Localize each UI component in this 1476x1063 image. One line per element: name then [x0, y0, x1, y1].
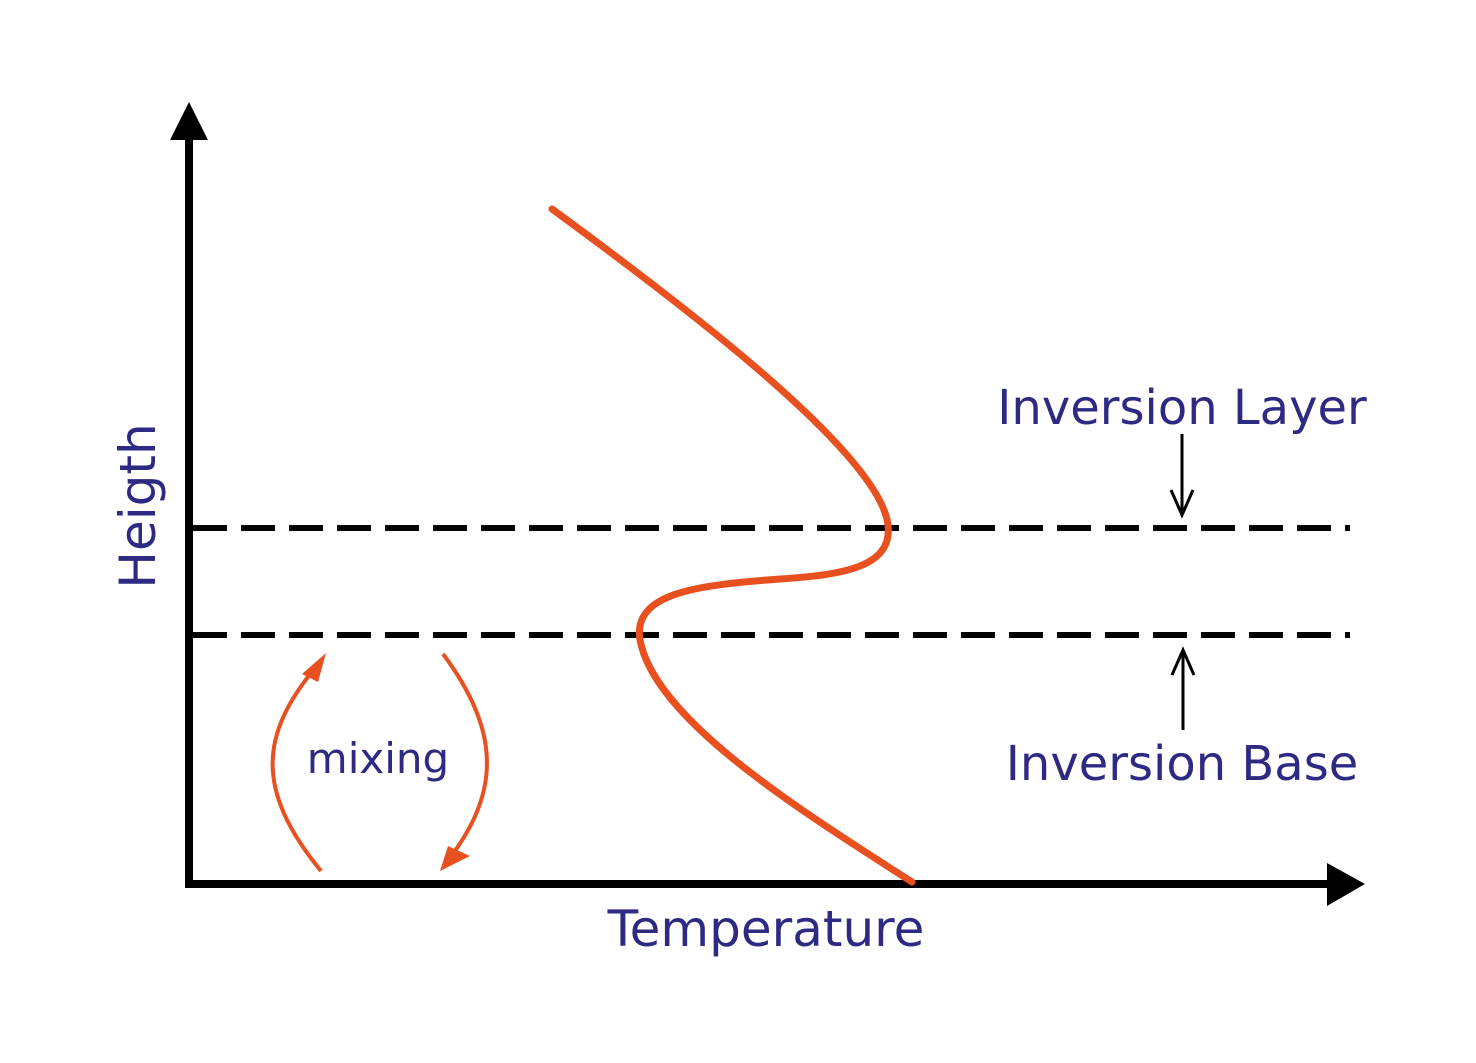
x-axis-label: Temperature	[607, 900, 925, 958]
mixing-down-arrow	[441, 652, 489, 857]
inversion-layer-label: Inversion Layer	[997, 380, 1367, 436]
axes	[170, 102, 1365, 906]
y-axis-arrowhead	[170, 102, 208, 140]
mixing-up-arrow	[270, 666, 323, 873]
temperature-profile-curve	[548, 205, 916, 886]
x-axis-arrowhead	[1327, 863, 1365, 906]
indicator-arrows	[1169, 434, 1196, 730]
inversion-base-label: Inversion Base	[1006, 736, 1359, 792]
inversion-layer-arrowhead	[1169, 489, 1195, 519]
mixing-label: mixing	[307, 734, 449, 783]
inversion-base-arrowhead	[1170, 646, 1196, 676]
mixing-down-arrowhead	[440, 846, 470, 871]
y-axis-label: Heigth	[109, 423, 167, 588]
mixing-arrows	[270, 652, 489, 873]
mixing-up-arrowhead	[302, 653, 326, 682]
